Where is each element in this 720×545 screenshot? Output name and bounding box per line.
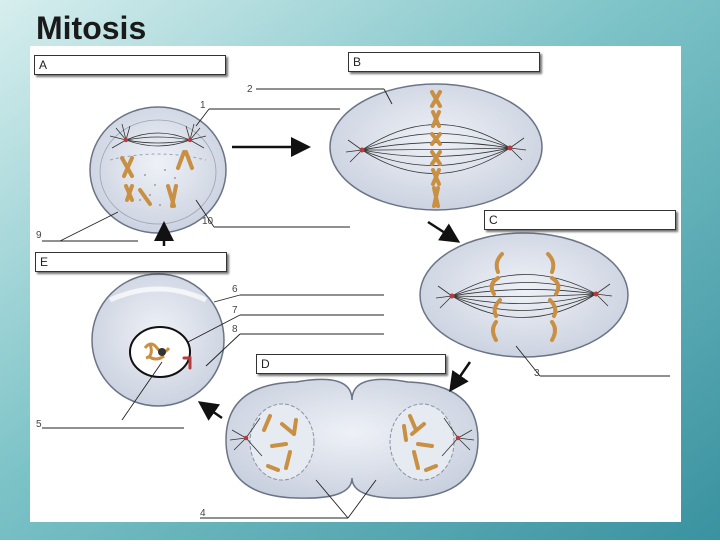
- number-10: 10: [202, 216, 214, 227]
- cell-anaphase: [420, 233, 628, 357]
- stage-box-e[interactable]: E: [35, 252, 227, 272]
- stage-box-b[interactable]: B: [348, 52, 540, 72]
- number-5: 5: [36, 419, 42, 430]
- cell-interphase: [92, 274, 224, 406]
- cell-telophase: [226, 379, 478, 498]
- cell-metaphase: [330, 84, 542, 210]
- stage-box-d[interactable]: D: [256, 354, 446, 374]
- number-9: 9: [36, 230, 42, 241]
- page-title: Mitosis: [36, 10, 146, 47]
- number-2: 2: [247, 84, 253, 95]
- stage-box-a[interactable]: A: [34, 55, 226, 75]
- number-7: 7: [232, 305, 238, 316]
- number-4: 4: [200, 508, 206, 519]
- number-3: 3: [534, 368, 540, 379]
- number-1: 1: [200, 100, 206, 111]
- number-6: 6: [232, 284, 238, 295]
- number-8: 8: [232, 324, 238, 335]
- stage-box-c[interactable]: C: [484, 210, 676, 230]
